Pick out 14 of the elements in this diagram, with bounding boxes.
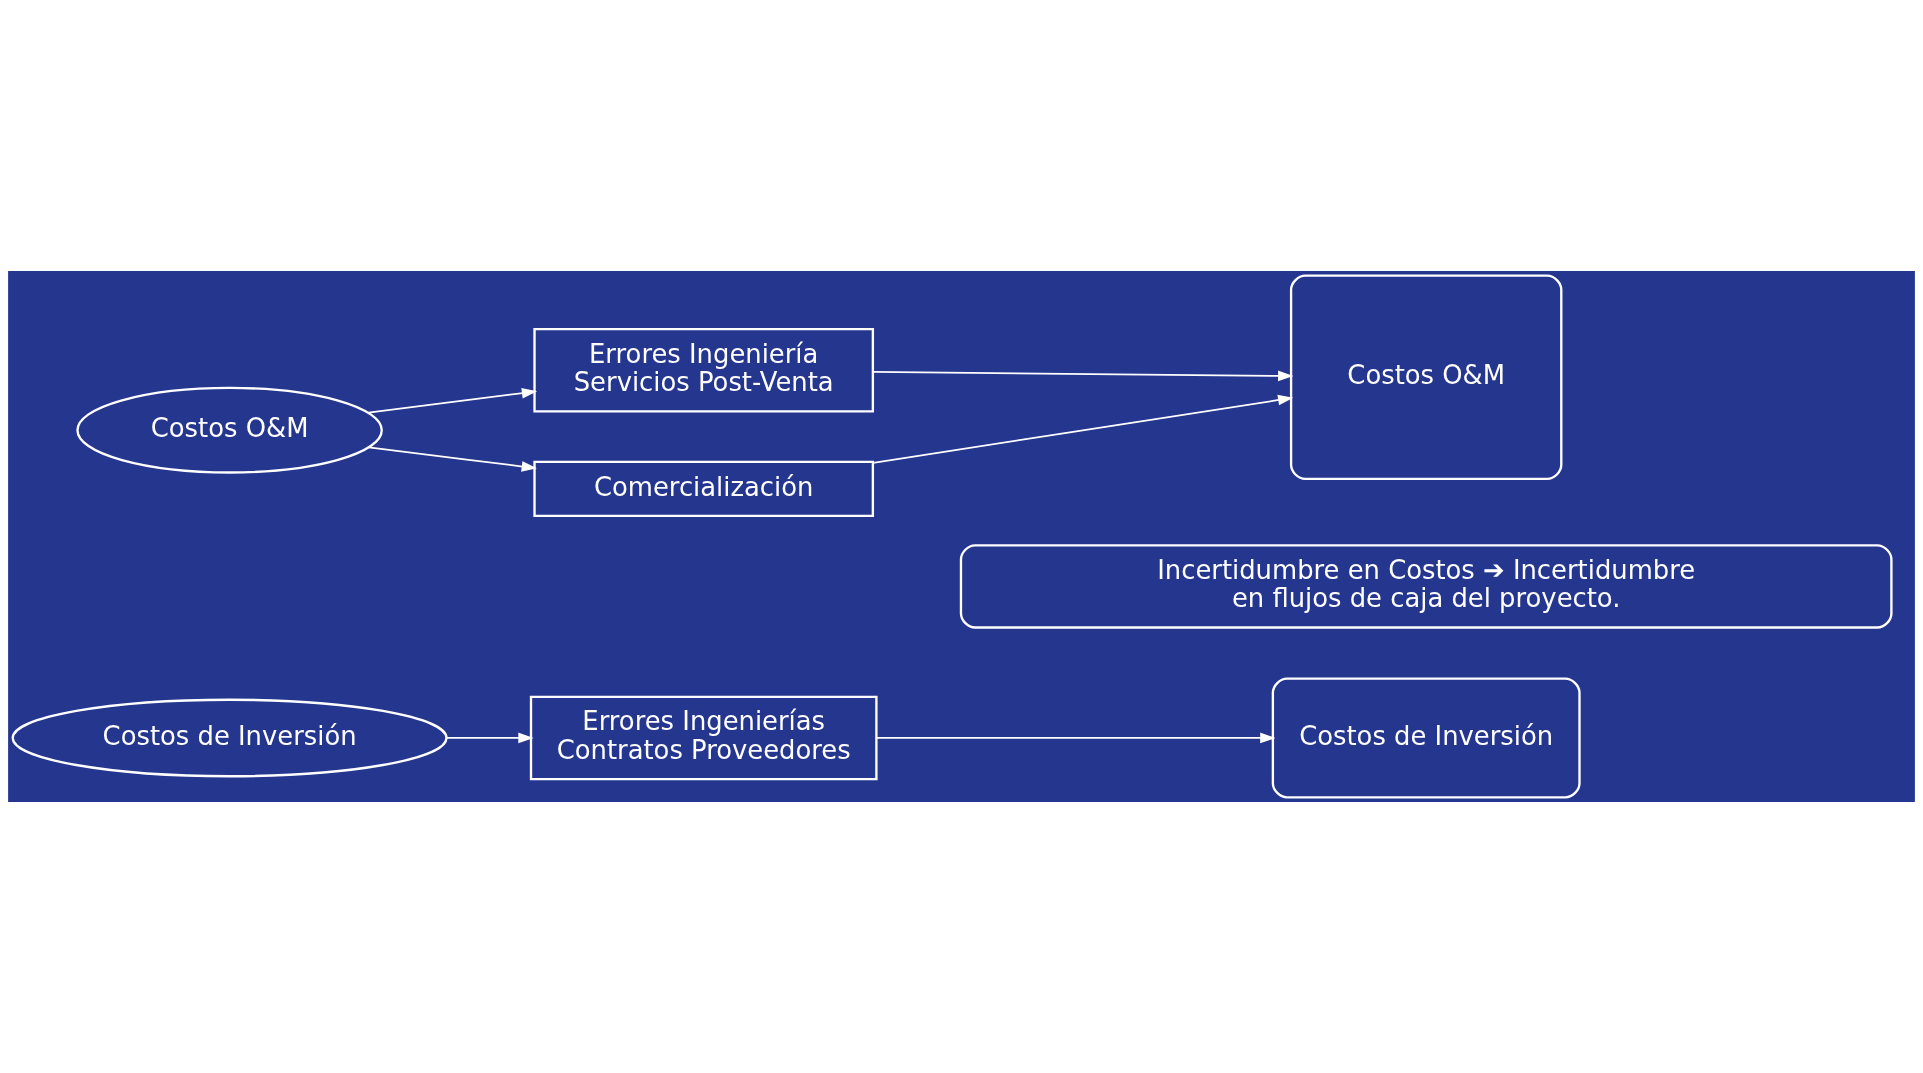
- node-box: Comercialización: [533, 460, 875, 518]
- node-ellipse: Costos O&M: [76, 386, 383, 474]
- arrow: [445, 732, 534, 744]
- arrow: [875, 732, 1276, 744]
- node-box: Costos O&M: [1289, 274, 1563, 481]
- arrow: [367, 387, 538, 414]
- arrow: [367, 446, 537, 472]
- node-box: Costos de Inversión: [1271, 677, 1581, 799]
- node-box: Incertidumbre en Costos ➔ Incertidumbre en flujos de caja del proyecto.: [959, 544, 1893, 629]
- node-box: Errores Ingenierías Contratos Proveedores: [529, 695, 878, 781]
- arrow: [872, 370, 1294, 382]
- node-box: Errores Ingeniería Servicios Post-Venta: [533, 327, 875, 413]
- arrow: [872, 394, 1294, 464]
- node-ellipse: Costos de Inversión: [11, 698, 448, 778]
